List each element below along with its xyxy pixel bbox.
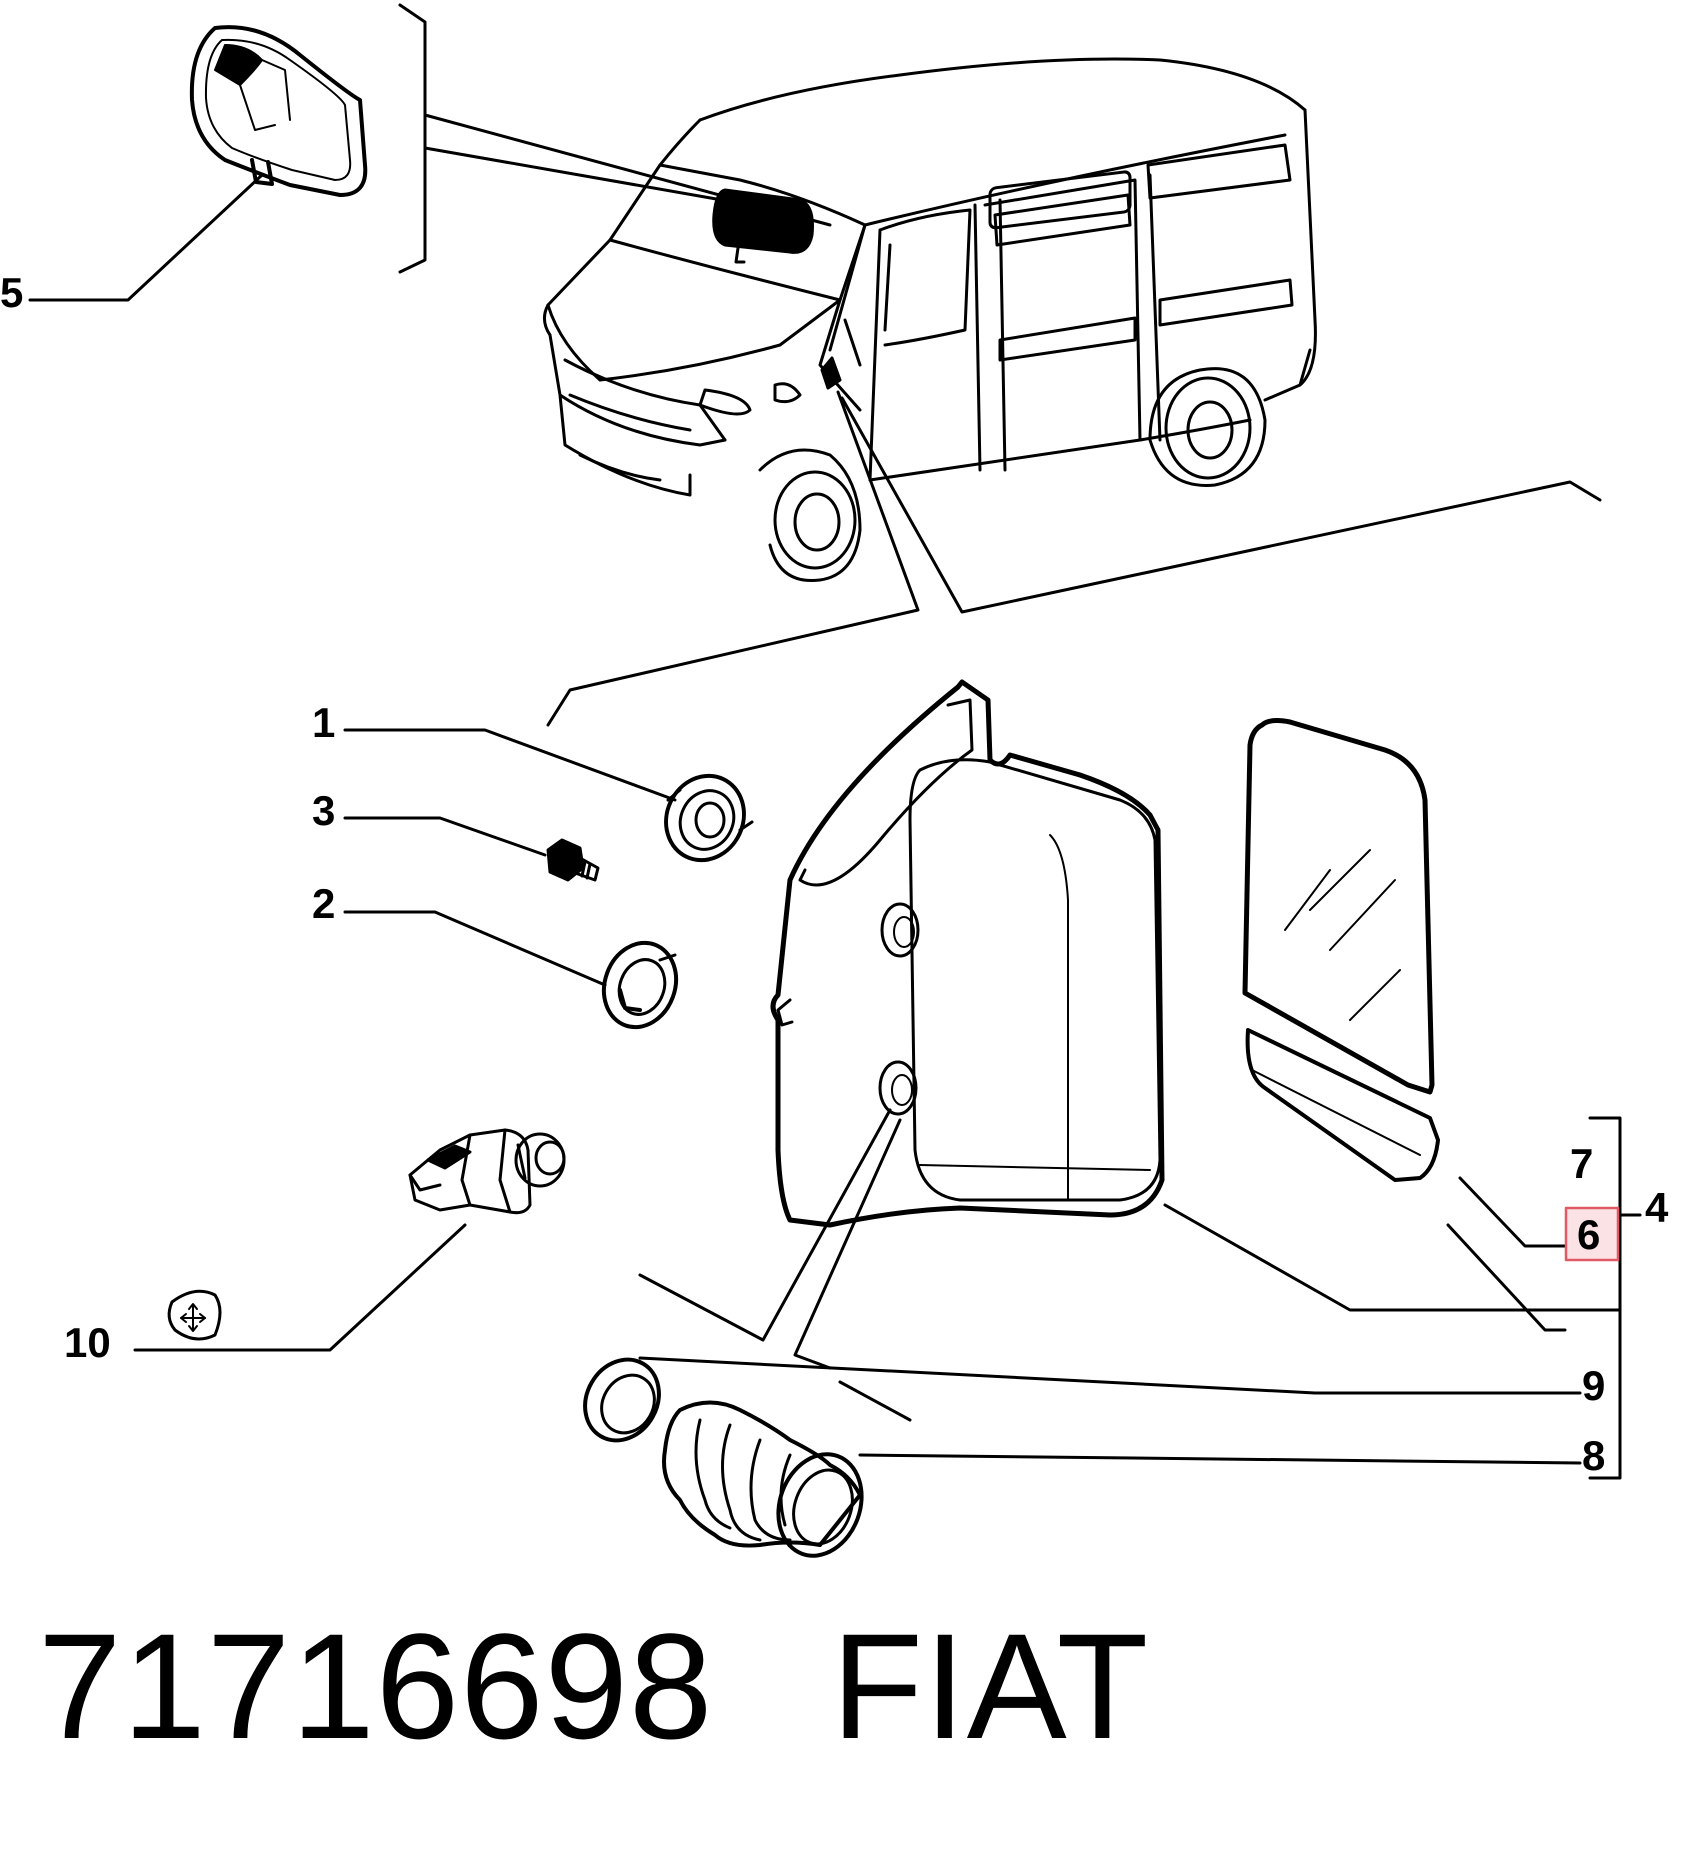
part-4-door-mirror	[770, 679, 1165, 1228]
highlight-box-6	[1564, 1206, 1620, 1262]
callout-6: 6	[1577, 1211, 1600, 1258]
callout-1: 1	[312, 699, 335, 746]
interior-mirror-detail	[189, 25, 368, 197]
part-9-ring	[583, 1357, 661, 1443]
callout-9: 9	[1582, 1362, 1605, 1409]
part-10-switch	[408, 1128, 566, 1215]
callout-4: 4	[1645, 1184, 1669, 1231]
callout-3: 3	[312, 787, 335, 834]
part-2-nut	[601, 940, 679, 1030]
leader-lines	[28, 173, 1642, 1480]
breakout-line-c	[638, 1108, 892, 1342]
part-caption: 71716698 FIAT	[38, 1600, 1149, 1773]
callout-8: 8	[1582, 1432, 1605, 1479]
part-7-mirror-glass	[1242, 718, 1435, 1095]
breakout-line-b	[840, 396, 1602, 614]
detail-bracket	[398, 3, 427, 274]
brand-name: FIAT	[831, 1602, 1150, 1770]
part-number: 71716698	[38, 1602, 714, 1770]
callout-2: 2	[312, 880, 335, 927]
detail-leader-lines	[423, 113, 832, 227]
callout-7: 7	[1570, 1140, 1593, 1187]
part-3-screw	[546, 838, 600, 882]
callout-10: 10	[64, 1319, 111, 1366]
breakout-line-d	[793, 1118, 912, 1422]
part-8-bellows	[662, 1400, 864, 1558]
breakout-line-a	[546, 390, 920, 727]
part-1-nut	[664, 773, 754, 863]
part-6-lower-glass	[1245, 1028, 1440, 1182]
adjust-switch-icon	[167, 1289, 222, 1341]
van-illustration	[543, 57, 1317, 583]
callout-5: 5	[0, 269, 23, 316]
